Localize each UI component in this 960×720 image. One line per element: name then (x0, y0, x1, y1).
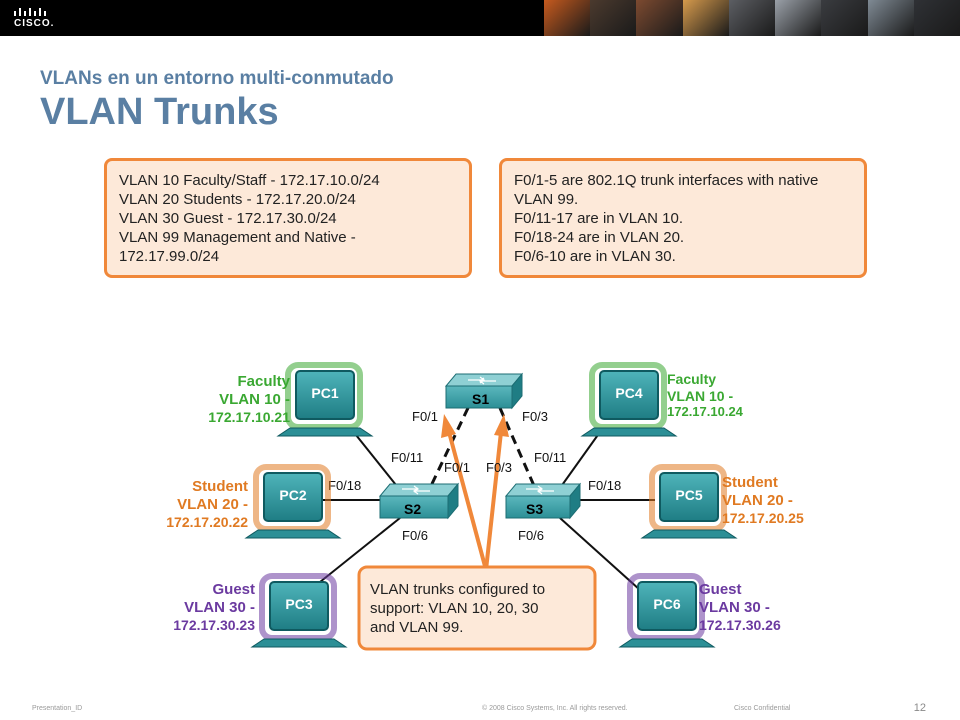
pc6-ip: 172.17.30.26 (699, 617, 781, 633)
pc2-role: Student (192, 478, 248, 495)
port-label: F0/11 (391, 450, 423, 465)
vlan-info-line: VLAN 10 Faculty/Staff - 172.17.10.0/24 (119, 172, 380, 189)
vlan-info-line: VLAN 20 Students - 172.17.20.0/24 (119, 191, 356, 208)
arrowhead-right (494, 414, 509, 437)
trunk-callout-box (357, 565, 597, 651)
header-photo (867, 0, 914, 36)
switch-s1-label: S1 (472, 391, 489, 407)
port-label: F0/11 (534, 450, 566, 465)
arrowhead-left (441, 414, 456, 438)
vlan-info-line: VLAN 99 Management and Native - (119, 229, 356, 246)
trunk-info-line: VLAN 99. (514, 191, 579, 208)
pc1-role: Faculty (237, 373, 290, 390)
switch-s1-icon (444, 372, 524, 410)
pc4-role: Faculty (667, 371, 716, 387)
pc4-vlan: VLAN 10 - (667, 388, 733, 404)
pc2-vlan: VLAN 20 - (177, 496, 248, 513)
pc4-computer-icon (580, 362, 678, 437)
trunk-info-line: F0/1-5 are 802.1Q trunk interfaces with … (514, 172, 819, 189)
port-label: F0/6 (518, 528, 544, 543)
port-label: F0/18 (588, 478, 621, 493)
pc3-computer-icon (250, 573, 348, 648)
switch-s2-label: S2 (404, 501, 421, 517)
pc4-ip: 172.17.10.24 (667, 404, 744, 419)
slide-subtitle: VLANs en un entorno multi-conmutado (40, 68, 394, 89)
vlan-info-line: 172.17.99.0/24 (119, 248, 220, 265)
header-photo (636, 0, 683, 36)
switch-s3-icon (504, 482, 582, 520)
trunk-callout-line: support: VLAN 10, 20, 30 (370, 600, 538, 617)
trunk-callout-line: VLAN trunks configured to (370, 581, 545, 598)
pc6-role: Guest (699, 581, 742, 598)
page-number: 12 (913, 702, 926, 714)
cable-s3-pc4 (559, 431, 601, 489)
pc5-ip: 172.17.20.25 (722, 510, 804, 526)
switch-s3-label: S3 (526, 501, 543, 517)
cisco-logo-text: CISCO. (14, 18, 55, 29)
port-label: F0/3 (486, 460, 512, 475)
pc5-computer-icon (640, 464, 738, 539)
pc6-vlan: VLAN 30 - (699, 599, 770, 616)
vlan-info-box: VLAN 10 Faculty/Staff - 172.17.10.0/24 V… (104, 158, 472, 278)
pc5-name: PC5 (675, 487, 702, 503)
pc3-role: Guest (212, 581, 255, 598)
header-photo (775, 0, 822, 36)
pc2-computer-icon (244, 464, 342, 539)
header-photo-strip (544, 0, 960, 36)
pc2-name: PC2 (279, 487, 306, 503)
vlan-info-line: VLAN 30 Guest - 172.17.30.0/24 (119, 210, 337, 227)
port-label: F0/1 (444, 460, 470, 475)
pc1-ip: 172.17.10.21 (208, 409, 290, 425)
pc3-name: PC3 (285, 596, 312, 612)
footer-copyright: © 2008 Cisco Systems, Inc. All rights re… (482, 705, 628, 712)
header-photo (821, 0, 868, 36)
slide-title: VLAN Trunks (40, 91, 279, 133)
pc3-ip: 172.17.30.23 (173, 617, 255, 633)
port-label: F0/6 (402, 528, 428, 543)
header-bar: CISCO. (0, 0, 960, 36)
trunk-info-line: F0/18-24 are in VLAN 20. (514, 229, 685, 246)
header-photo (682, 0, 729, 36)
trunk-info-line: F0/6-10 are in VLAN 30. (514, 248, 676, 265)
footer-confidential: Cisco Confidential (734, 705, 791, 712)
pc1-vlan: VLAN 10 - (219, 391, 290, 408)
header-photo (590, 0, 637, 36)
port-label: F0/18 (328, 478, 361, 493)
pc4-name: PC4 (615, 385, 642, 401)
pc1-name: PC1 (311, 385, 338, 401)
pc5-vlan: VLAN 20 - (722, 492, 793, 509)
header-photo (728, 0, 776, 36)
arrow-to-s2 (447, 431, 488, 571)
pc1-computer-icon (276, 362, 374, 437)
pc5-role: Student (722, 474, 778, 491)
cisco-logo-icon (14, 8, 46, 16)
cable-s2-pc1 (351, 429, 401, 491)
trunk-info-line: F0/11-17 are in VLAN 10. (514, 210, 683, 227)
arrow-to-s3 (484, 431, 503, 571)
pc6-computer-icon (618, 573, 716, 648)
trunk-callout-line: and VLAN 99. (370, 619, 463, 636)
header-photo (913, 0, 960, 36)
cable-s3-pc6 (559, 517, 641, 591)
switch-s2-icon (378, 482, 460, 520)
header-photo (544, 0, 591, 36)
pc3-vlan: VLAN 30 - (184, 599, 255, 616)
port-label: F0/3 (522, 409, 548, 424)
pc2-ip: 172.17.20.22 (166, 514, 248, 530)
footer-presentation-id: Presentation_ID (32, 705, 83, 712)
trunk-info-box: F0/1-5 are 802.1Q trunk interfaces with … (499, 158, 867, 278)
port-label: F0/1 (412, 409, 438, 424)
pc6-name: PC6 (653, 596, 680, 612)
